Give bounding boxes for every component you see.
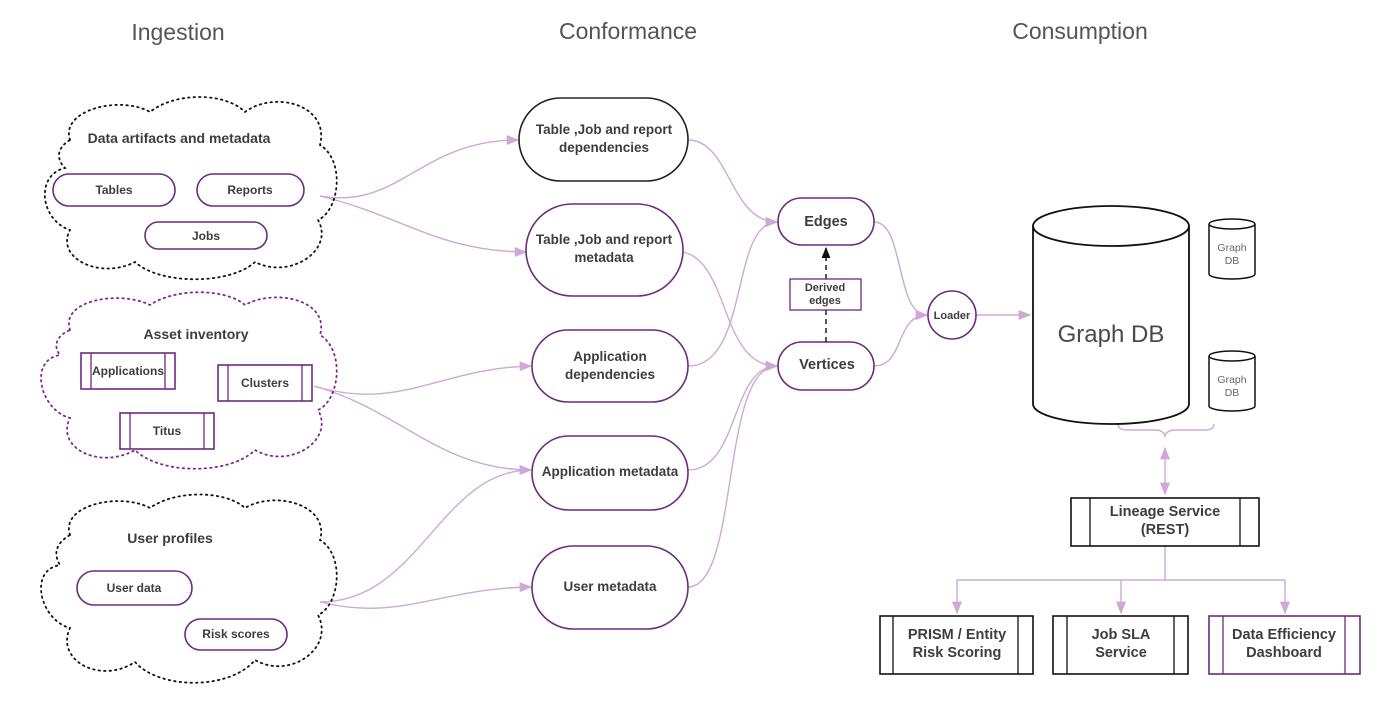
data-eff-label-1: Data Efficiency [1232,627,1336,643]
connectors [313,134,1291,615]
table-deps-node [518,97,689,182]
graph-db-main: Graph DB [1032,205,1190,425]
header-consumption: Consumption [1012,18,1148,44]
connector-meta-to-vertices [682,251,779,372]
app-meta-label: Application metadata [542,464,679,479]
clusters-node: Clusters [217,364,313,402]
edges-node [777,197,875,246]
graph-db-small-label-2: DB [1225,387,1240,399]
cloud-user-profiles: User profiles User data Risk scores [40,493,338,684]
connector-appdeps-to-edges [687,216,779,367]
graph-build: Edges Vertices Derived edges Loader [777,197,977,391]
tables-node [52,173,176,207]
graph-db-label: Graph DB [1058,321,1165,348]
lineage-label-1: Lineage Service [1110,504,1220,520]
job-sla-node: Job SLA Service [1052,615,1189,675]
cloud-asset-inventory: Asset inventory Applications Clusters Ti… [40,291,338,470]
derived-edges-node [789,278,862,311]
table-meta-label-1: Table ,Job and report [536,232,673,247]
header-ingestion: Ingestion [131,19,224,45]
app-deps-node [531,329,689,403]
job-sla-label-1: Job SLA [1092,627,1151,643]
prism-label-2: Risk Scoring [913,645,1002,661]
table-meta-node [525,203,684,297]
lineage-label-2: (REST) [1141,522,1190,538]
connector-inventory-to-appdeps [313,361,533,395]
user-meta-label: User metadata [563,579,657,594]
app-deps-label-1: Application [573,349,647,364]
jobs-node [144,221,268,250]
header-conformance: Conformance [559,18,697,44]
app-meta-node [531,435,689,511]
loader-node [927,290,977,340]
connector-edges-to-loader [873,221,929,321]
cloud-title: Asset inventory [143,326,248,342]
cloud-title: User profiles [127,530,213,546]
connector-appmeta-to-vertices [687,360,779,471]
titus-node: Titus [119,412,215,450]
user-data-node [76,570,193,606]
app-deps-label-2: dependencies [565,367,655,382]
clusters-label: Clusters [241,376,289,390]
derived-edges-label-1: Derived [805,282,845,294]
cloud-title: Data artifacts and metadata [88,130,271,146]
lineage-service-node: Lineage Service (REST) [1070,497,1260,547]
graphdb-brace [1117,423,1215,439]
user-data-label: User data [107,581,162,595]
prism-label-1: PRISM / Entity [908,627,1006,643]
connector-vertices-to-loader [873,309,929,367]
connector-inventory-to-appmeta [313,385,533,476]
conformance-nodes: Table ,Job and report dependencies Table… [518,97,689,630]
tables-label: Tables [95,183,132,197]
table-meta-label-2: metadata [574,250,634,265]
graph-db-small-1: Graph DB [1208,218,1256,280]
cloud-data-artifacts: Data artifacts and metadata Tables Repor… [43,96,338,281]
graph-db-small-2: Graph DB [1208,350,1256,412]
connector-artifacts-to-deps [319,134,520,199]
prism-node: PRISM / Entity Risk Scoring [879,615,1034,675]
reports-node [196,173,305,207]
applications-label: Applications [92,364,164,378]
table-deps-label-1: Table ,Job and report [536,122,673,137]
edges-label: Edges [804,214,848,230]
vertices-label: Vertices [799,357,855,373]
connector-deps-to-edges [687,139,779,228]
risk-scores-label: Risk scores [202,627,270,641]
data-efficiency-node: Data Efficiency Dashboard [1208,615,1361,675]
connector-profiles-to-usermeta [319,582,533,609]
connector-lineage-bus [957,546,1285,581]
reports-label: Reports [227,183,273,197]
graph-db-small-label-2: DB [1225,255,1240,267]
graph-db-small-label-1: Graph [1217,374,1246,386]
jobs-label: Jobs [192,229,220,243]
risk-scores-node [184,618,288,651]
connector-usermeta-to-vertices [687,361,779,588]
applications-node: Applications [80,352,176,390]
titus-label: Titus [153,424,182,438]
connector-artifacts-to-meta [319,195,528,258]
graph-db-small-label-1: Graph [1217,242,1246,254]
table-deps-label-2: dependencies [559,140,649,155]
data-eff-label-2: Dashboard [1246,645,1322,661]
job-sla-label-2: Service [1095,645,1147,661]
user-meta-node [531,545,689,630]
loader-label: Loader [934,310,971,322]
derived-edges-label-2: edges [809,295,841,307]
connector-profiles-to-appmeta [319,464,533,603]
